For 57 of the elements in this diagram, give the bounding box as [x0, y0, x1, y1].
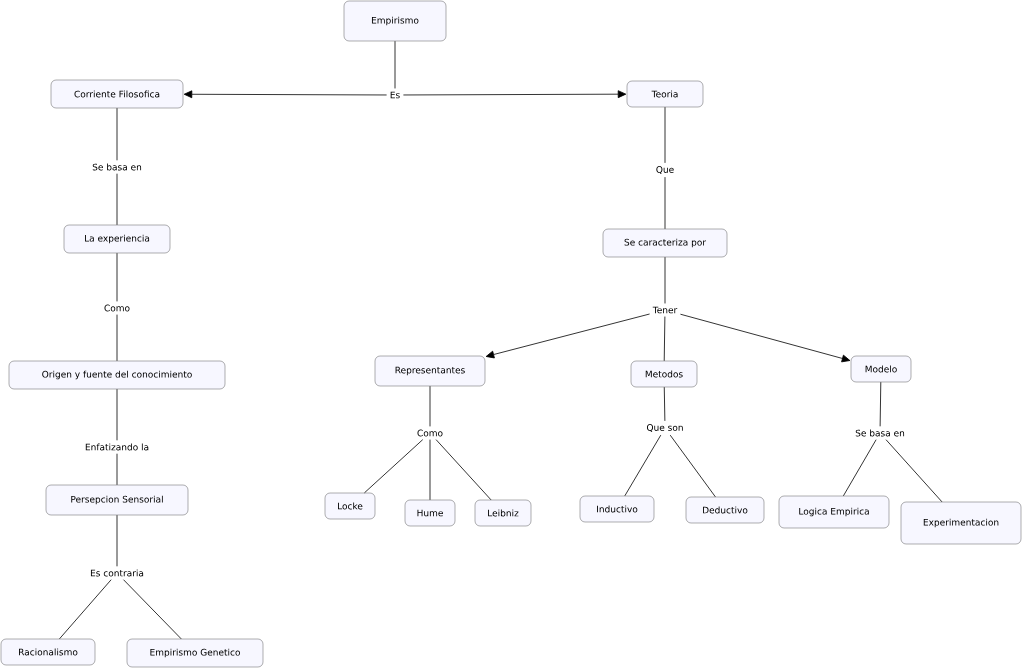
- connector-line: [116, 314, 118, 362]
- linking-phrase: Tener: [652, 306, 678, 314]
- concept-box: Persepcion Sensorial: [45, 484, 189, 516]
- connector-line: [394, 40, 396, 89]
- linking-phrase: Como: [417, 429, 443, 437]
- concept-box: Leibniz: [474, 499, 532, 527]
- concept-box: Corriente Filosofica: [50, 79, 184, 109]
- connector-line: [116, 107, 118, 161]
- connector-line: [364, 439, 424, 494]
- arrow: [183, 90, 387, 99]
- concept-box: Empirismo: [343, 0, 447, 42]
- linking-phrase: Se basa en: [92, 163, 142, 171]
- connector-line: [663, 316, 666, 362]
- linking-phrase: Que son: [646, 424, 683, 432]
- connector-line: [429, 385, 431, 427]
- concept-box: Inductivo: [579, 495, 655, 523]
- linking-phrase: Se basa en: [855, 429, 905, 437]
- linking-phrase: Que: [656, 166, 674, 174]
- concept-box: La experiencia: [63, 224, 171, 254]
- connector-line: [669, 434, 716, 498]
- connector-line: [123, 579, 182, 640]
- linking-phrase: Enfatizando la: [85, 443, 149, 451]
- linking-phrase: Como: [104, 304, 130, 312]
- connector-line: [664, 256, 666, 304]
- connector-line: [116, 388, 118, 441]
- concept-box: Origen y fuente del conocimiento: [8, 360, 226, 390]
- concept-box: Locke: [324, 492, 376, 520]
- connector-line: [663, 386, 666, 422]
- concept-box: Representantes: [374, 355, 486, 387]
- connector-line: [59, 579, 112, 640]
- connector-line: [624, 434, 662, 497]
- arrow: [403, 90, 627, 99]
- connector-line: [664, 176, 666, 230]
- connector-line: [885, 439, 943, 503]
- linking-phrase: Es contraria: [90, 569, 144, 577]
- connector-line: [116, 453, 118, 486]
- concept-box: Logica Empirica: [778, 495, 890, 529]
- concept-box: Se caracteriza por: [602, 228, 728, 258]
- concept-box: Deductivo: [685, 496, 765, 524]
- connector-line: [429, 439, 431, 501]
- connector-line: [843, 439, 877, 497]
- connector-line: [116, 173, 118, 226]
- connector-line: [116, 514, 118, 567]
- concept-box: Modelo: [850, 355, 912, 383]
- concept-box: Metodos: [630, 360, 698, 388]
- concept-box: Teoria: [626, 80, 704, 108]
- concept-box: Racionalismo: [0, 638, 96, 666]
- connector-line: [664, 106, 666, 164]
- concept-box: Experimentacion: [900, 501, 1022, 545]
- arrow: [680, 313, 851, 363]
- concept-box: Empirismo Genetico: [126, 638, 264, 668]
- linking-phrase: Es: [390, 91, 400, 99]
- connector-line: [879, 381, 882, 427]
- concept-box: Hume: [404, 499, 456, 527]
- arrow: [485, 313, 650, 359]
- connector-line: [116, 252, 118, 302]
- connector-line: [435, 439, 492, 501]
